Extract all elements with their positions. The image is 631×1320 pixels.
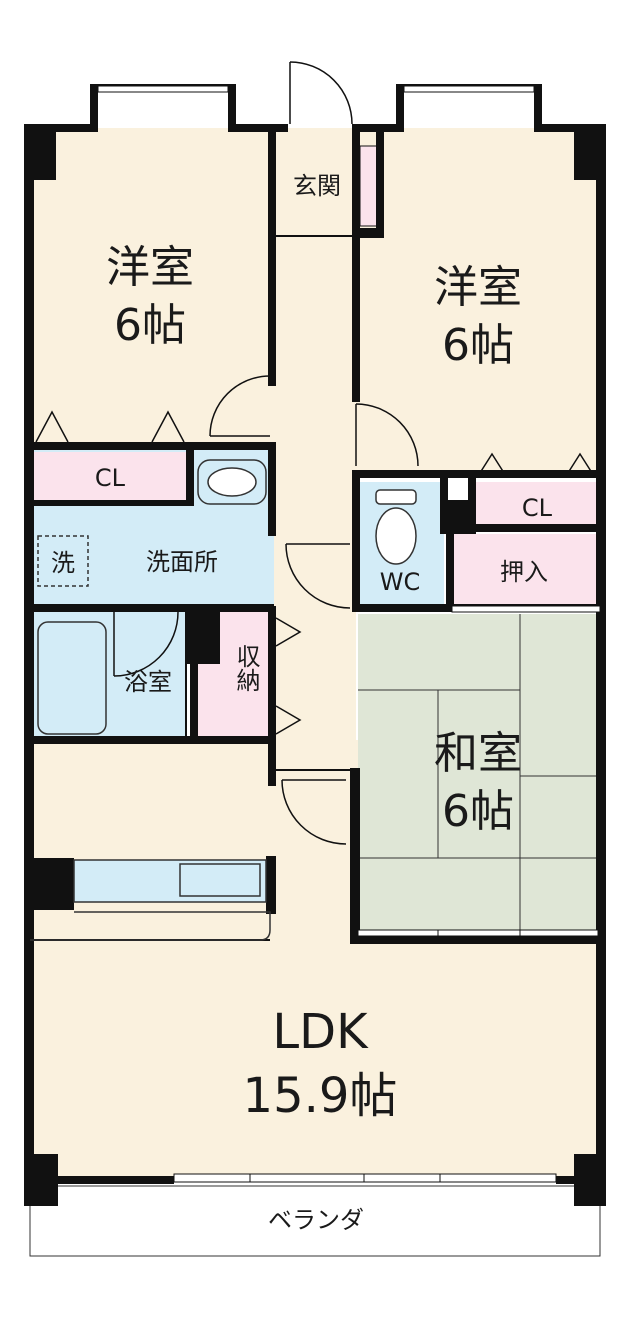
washer-label: 洗 [51,549,75,577]
japanese-room-size: 6帖 [442,786,514,837]
closet-left-floor-top [30,452,188,504]
washer-box [37,535,89,587]
fixtures [30,459,417,941]
closet-right-floor [474,482,600,526]
ldk-name: LDK [272,1004,369,1060]
tatami-lines [358,614,600,938]
labels: 洋室 6帖 玄関 洋室 6帖 CL CL 洗面所 洗 WC 押入 浴室 収納 和… [51,172,553,1234]
storage-label: 収納 [232,644,260,692]
washroom-label: 洗面所 [146,548,218,576]
kitchen-sink [179,863,261,897]
floor-fills [29,128,601,1257]
entrance-label: 玄関 [293,172,341,200]
veranda-label: ベランダ [268,1206,364,1234]
toilet-label: WC [380,568,421,596]
oshiire-floor [452,534,600,610]
japanese-room-floor [358,614,600,940]
bathtub [37,621,107,735]
veranda-floor [29,1185,601,1257]
western-room-left-name: 洋室 [106,242,194,293]
western-room-right-floor [356,128,600,474]
western-room-right-name: 洋室 [434,262,522,313]
ldk-size: 15.9帖 [243,1068,398,1124]
toilet [375,489,417,505]
closet-left-label: CL [95,464,126,492]
western-room-left-floor [30,128,274,446]
doors [35,61,595,845]
western-room-left-size: 6帖 [114,300,186,351]
japanese-room-name: 和室 [434,728,522,779]
walls [24,84,606,1206]
western-room-right-size: 6帖 [442,320,514,371]
bathroom-label: 浴室 [124,668,172,696]
windows [97,85,601,1183]
closet-right-label: CL [522,494,553,522]
entrance-floor [274,128,360,236]
kitchen-base [30,911,271,941]
oshiire-label: 押入 [500,558,548,586]
